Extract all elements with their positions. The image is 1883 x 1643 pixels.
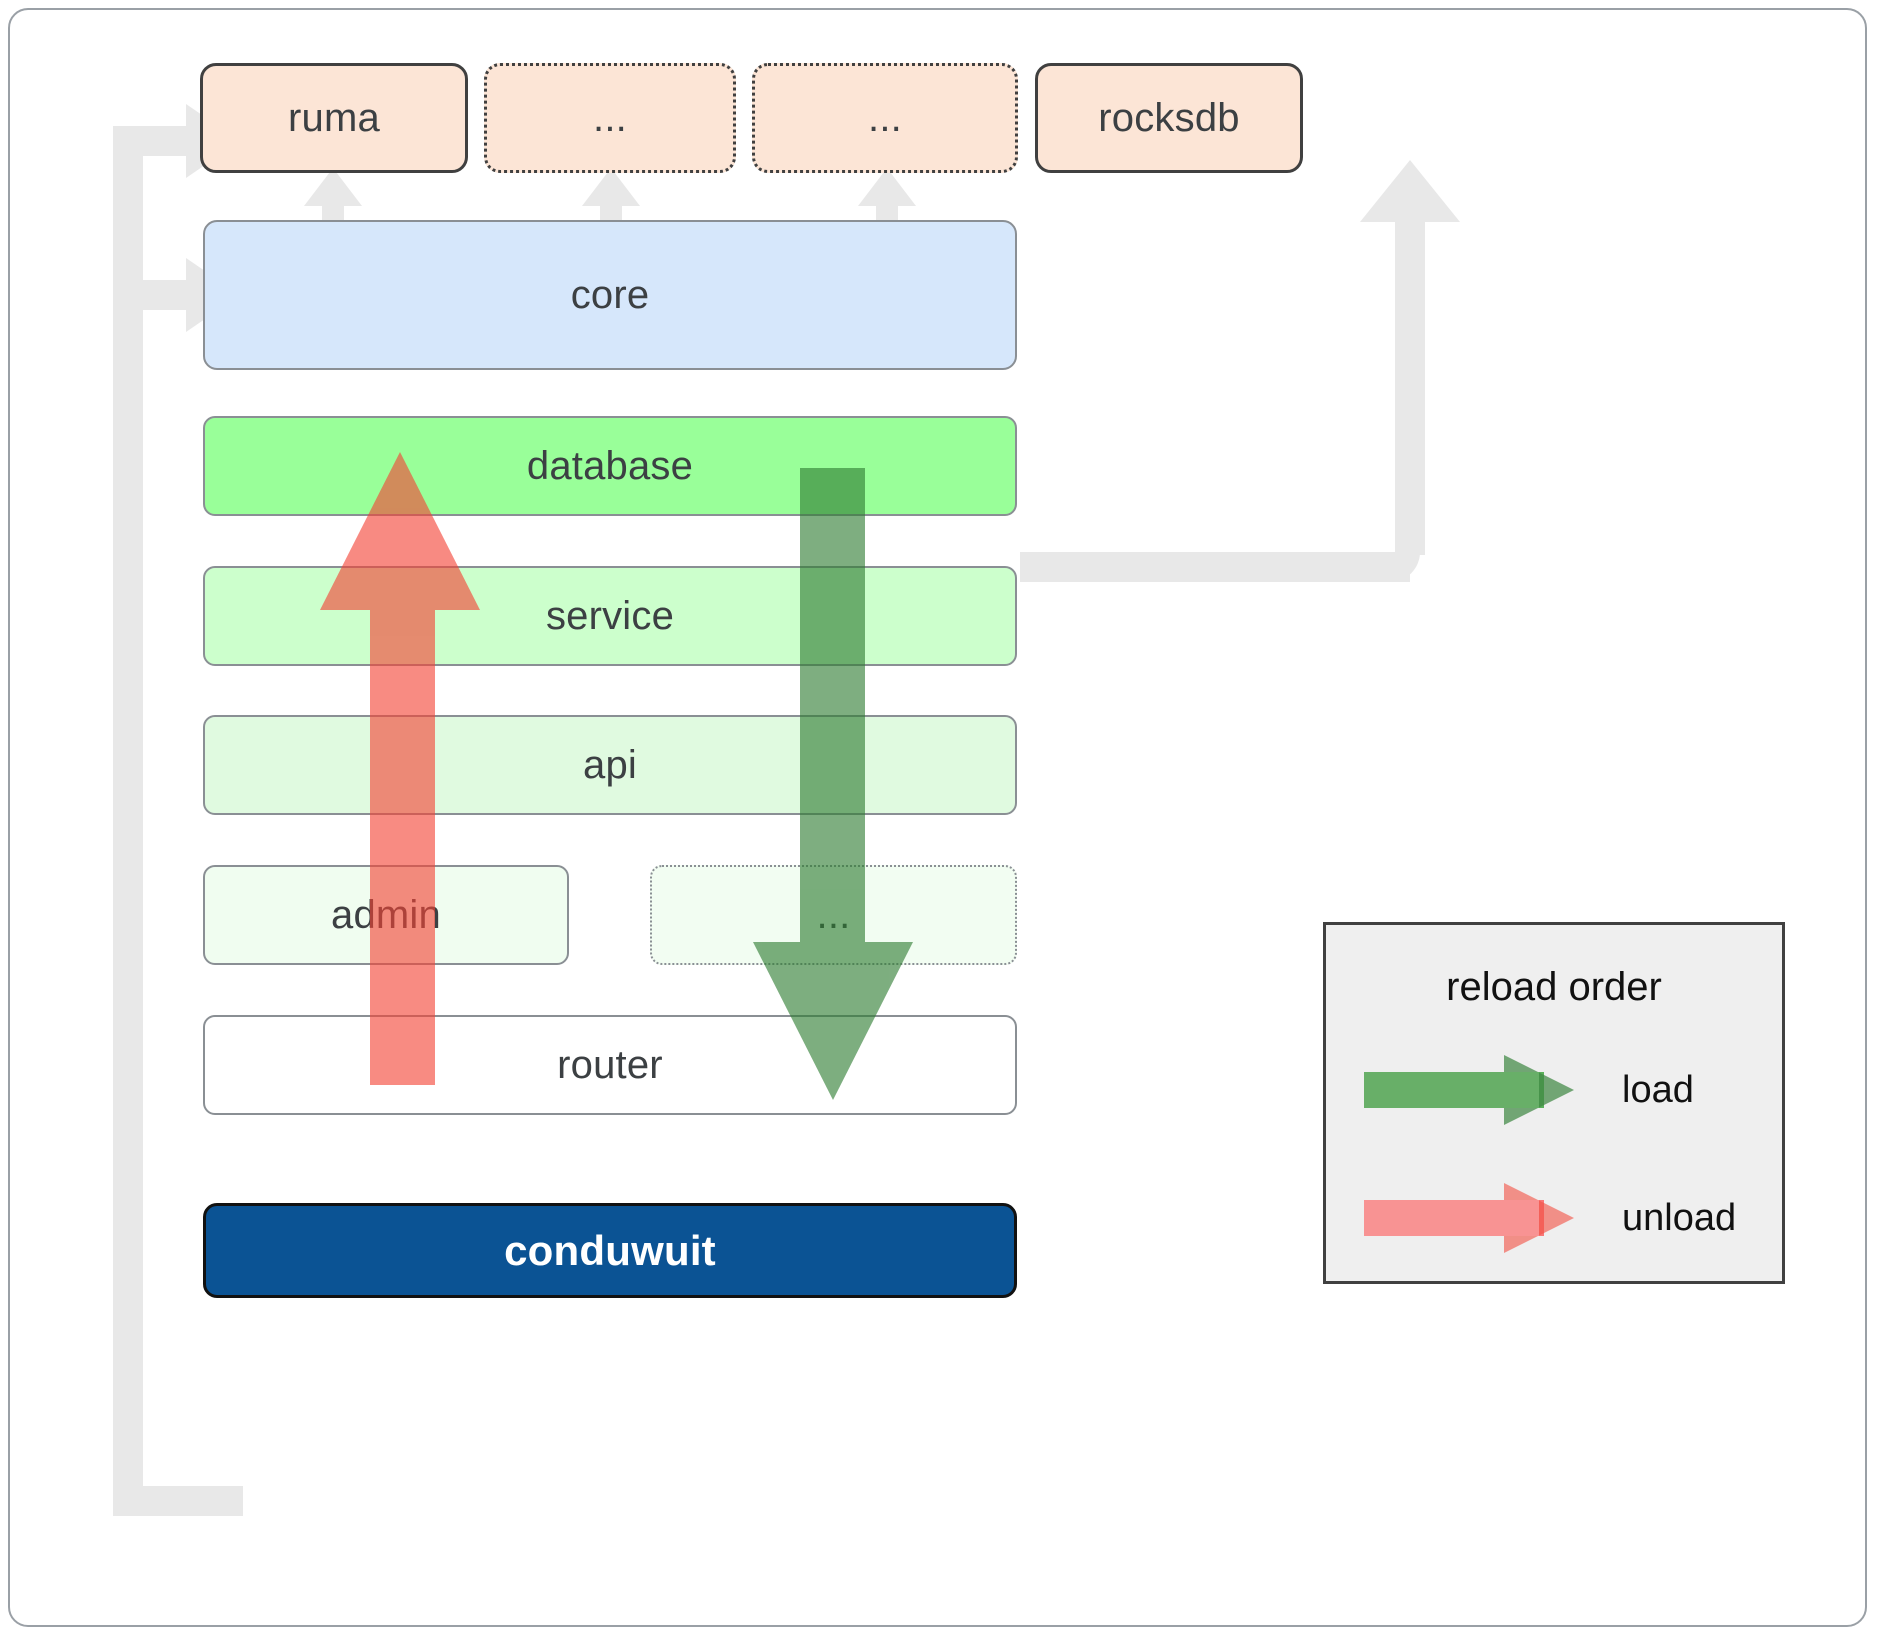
layer-box-api[interactable]: api bbox=[203, 715, 1017, 815]
legend-row-load: load bbox=[1364, 1050, 1764, 1130]
dependency-box-rocksdb[interactable]: rocksdb bbox=[1035, 63, 1303, 173]
legend-label-load: load bbox=[1622, 1068, 1694, 1111]
legend-row-unload: unload bbox=[1364, 1178, 1764, 1258]
legend-panel: reload order load unload bbox=[1323, 922, 1785, 1284]
layer-label-api: api bbox=[583, 742, 637, 787]
layer-box-service[interactable]: service bbox=[203, 566, 1017, 666]
layer-label-core: core bbox=[570, 272, 650, 317]
layer-box-admin[interactable]: admin bbox=[203, 865, 569, 965]
legend-label-unload: unload bbox=[1622, 1196, 1737, 1239]
layer-label-service: service bbox=[545, 593, 675, 638]
layer-box-database[interactable]: database bbox=[203, 416, 1017, 516]
layer-box-router[interactable]: router bbox=[203, 1015, 1017, 1115]
layer-label-database: database bbox=[526, 443, 694, 488]
dependency-box-ruma[interactable]: ruma bbox=[200, 63, 468, 173]
application-box-conduwuit[interactable]: conduwuit bbox=[203, 1203, 1017, 1298]
legend-unload-arrow-icon bbox=[1364, 1183, 1574, 1253]
dependency-label-rocksdb: rocksdb bbox=[1098, 95, 1240, 140]
application-label-conduwuit: conduwuit bbox=[504, 1226, 716, 1274]
layer-label-ellipsis: ... bbox=[816, 893, 851, 937]
layer-box-core[interactable]: core bbox=[203, 220, 1017, 370]
layer-label-router: router bbox=[557, 1042, 663, 1087]
dependency-box-ellipsis-1[interactable]: ... bbox=[484, 63, 736, 173]
legend-load-arrow-icon bbox=[1364, 1055, 1574, 1125]
dependency-label-ellipsis-1: ... bbox=[593, 96, 627, 140]
dependency-label-ellipsis-2: ... bbox=[868, 96, 902, 140]
layer-box-ellipsis[interactable]: ... bbox=[650, 865, 1017, 965]
legend-title: reload order bbox=[1446, 965, 1662, 1009]
dependency-box-ellipsis-2[interactable]: ... bbox=[752, 63, 1018, 173]
layer-label-admin: admin bbox=[331, 892, 441, 937]
dependency-label-ruma: ruma bbox=[288, 95, 380, 140]
